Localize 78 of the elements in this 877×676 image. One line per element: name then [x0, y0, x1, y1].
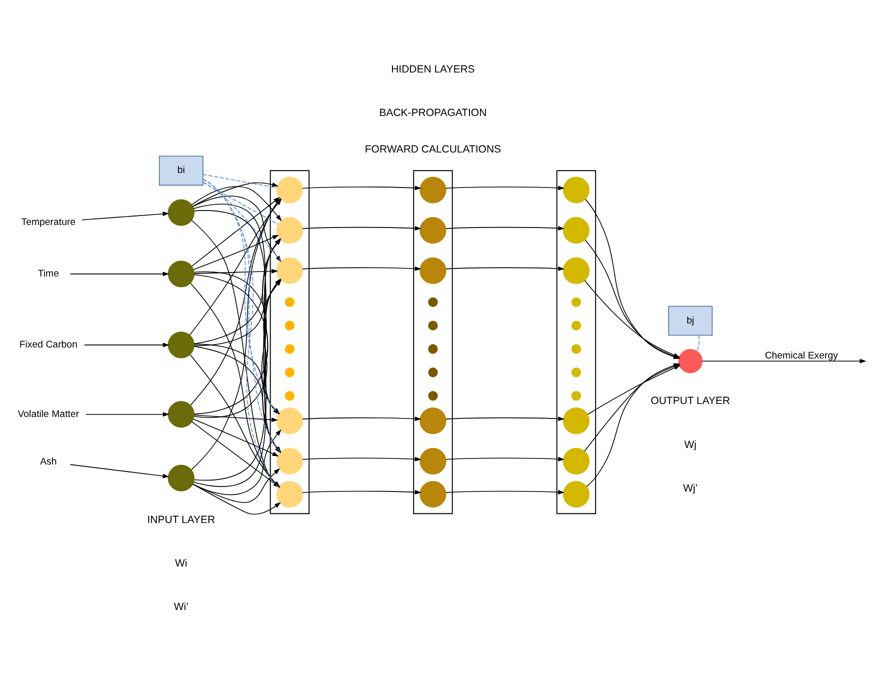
arrow — [194, 268, 278, 274]
node-circle — [428, 344, 438, 354]
node-circle — [168, 260, 194, 287]
node-circle — [168, 464, 194, 491]
node-circle — [284, 390, 295, 400]
label: Wi’ — [174, 601, 188, 612]
connector — [202, 182, 279, 224]
node-circle — [420, 407, 446, 434]
node-circle — [571, 390, 582, 400]
node-text: Fixed Carbon — [19, 338, 78, 350]
label: INPUT LAYER — [147, 514, 216, 526]
node-circle — [562, 216, 590, 244]
node-circle — [284, 344, 295, 354]
arrow — [70, 271, 170, 276]
label: BACK-PROPAGATION — [379, 108, 487, 119]
edge-label: Chemical Exergy — [764, 350, 838, 361]
arrow — [445, 416, 565, 420]
node-circle — [562, 407, 590, 434]
node-circle — [420, 447, 446, 474]
node-circle — [428, 390, 438, 400]
node-circle — [276, 480, 304, 508]
arrow — [302, 185, 422, 190]
node-circle — [571, 344, 582, 354]
label: Wj’ — [683, 482, 698, 494]
node-circle — [562, 256, 590, 284]
node-circle — [428, 367, 438, 377]
arrow — [302, 456, 422, 461]
connector — [202, 174, 278, 188]
arrow — [192, 234, 279, 270]
arrow — [194, 414, 278, 422]
node-circle — [571, 367, 582, 377]
node-circle — [428, 296, 438, 307]
arrow — [82, 211, 170, 220]
node-circle — [428, 320, 438, 330]
arrow — [302, 266, 422, 270]
node-circle — [284, 367, 295, 377]
node-circle — [562, 447, 590, 474]
arrow — [84, 342, 170, 347]
node-text: Volatile Matter — [18, 408, 80, 420]
arrow — [192, 418, 279, 456]
node-circle — [420, 216, 446, 244]
node-box: bj — [668, 305, 713, 336]
arrow — [302, 489, 422, 494]
node-circle — [284, 320, 295, 330]
label: FORWARD CALCULATIONS — [364, 144, 502, 155]
node-circle — [168, 331, 194, 358]
arrow — [445, 226, 565, 230]
arrow — [302, 416, 422, 420]
node-text: Time — [38, 268, 59, 279]
arrow — [445, 456, 565, 461]
arrow — [445, 266, 565, 270]
node-circle — [562, 480, 590, 508]
label: HIDDEN LAYERS — [391, 64, 475, 75]
node-circle — [168, 198, 194, 226]
label: OUTPUT LAYER — [650, 396, 730, 407]
node-circle — [284, 296, 295, 307]
arrow — [445, 489, 565, 494]
node-circle — [562, 176, 590, 203]
arrow — [445, 185, 565, 190]
node-circle — [276, 407, 304, 434]
node-circle — [420, 256, 446, 284]
node-circle — [571, 296, 582, 307]
arrow — [85, 412, 170, 416]
node-text: Ash — [40, 456, 57, 467]
node-circle — [420, 176, 446, 203]
connector — [696, 334, 700, 352]
node-circle — [678, 348, 703, 373]
label: Wi — [175, 558, 188, 569]
node-circle — [168, 400, 194, 428]
arrow — [302, 226, 422, 230]
node-circle — [420, 480, 446, 508]
node-text: Temperature — [21, 216, 76, 228]
node-circle — [571, 320, 582, 330]
arrow — [192, 182, 279, 206]
arrow — [70, 464, 170, 478]
arrow — [702, 358, 866, 363]
label: Wj — [684, 439, 697, 450]
node-box: bi — [158, 155, 204, 186]
